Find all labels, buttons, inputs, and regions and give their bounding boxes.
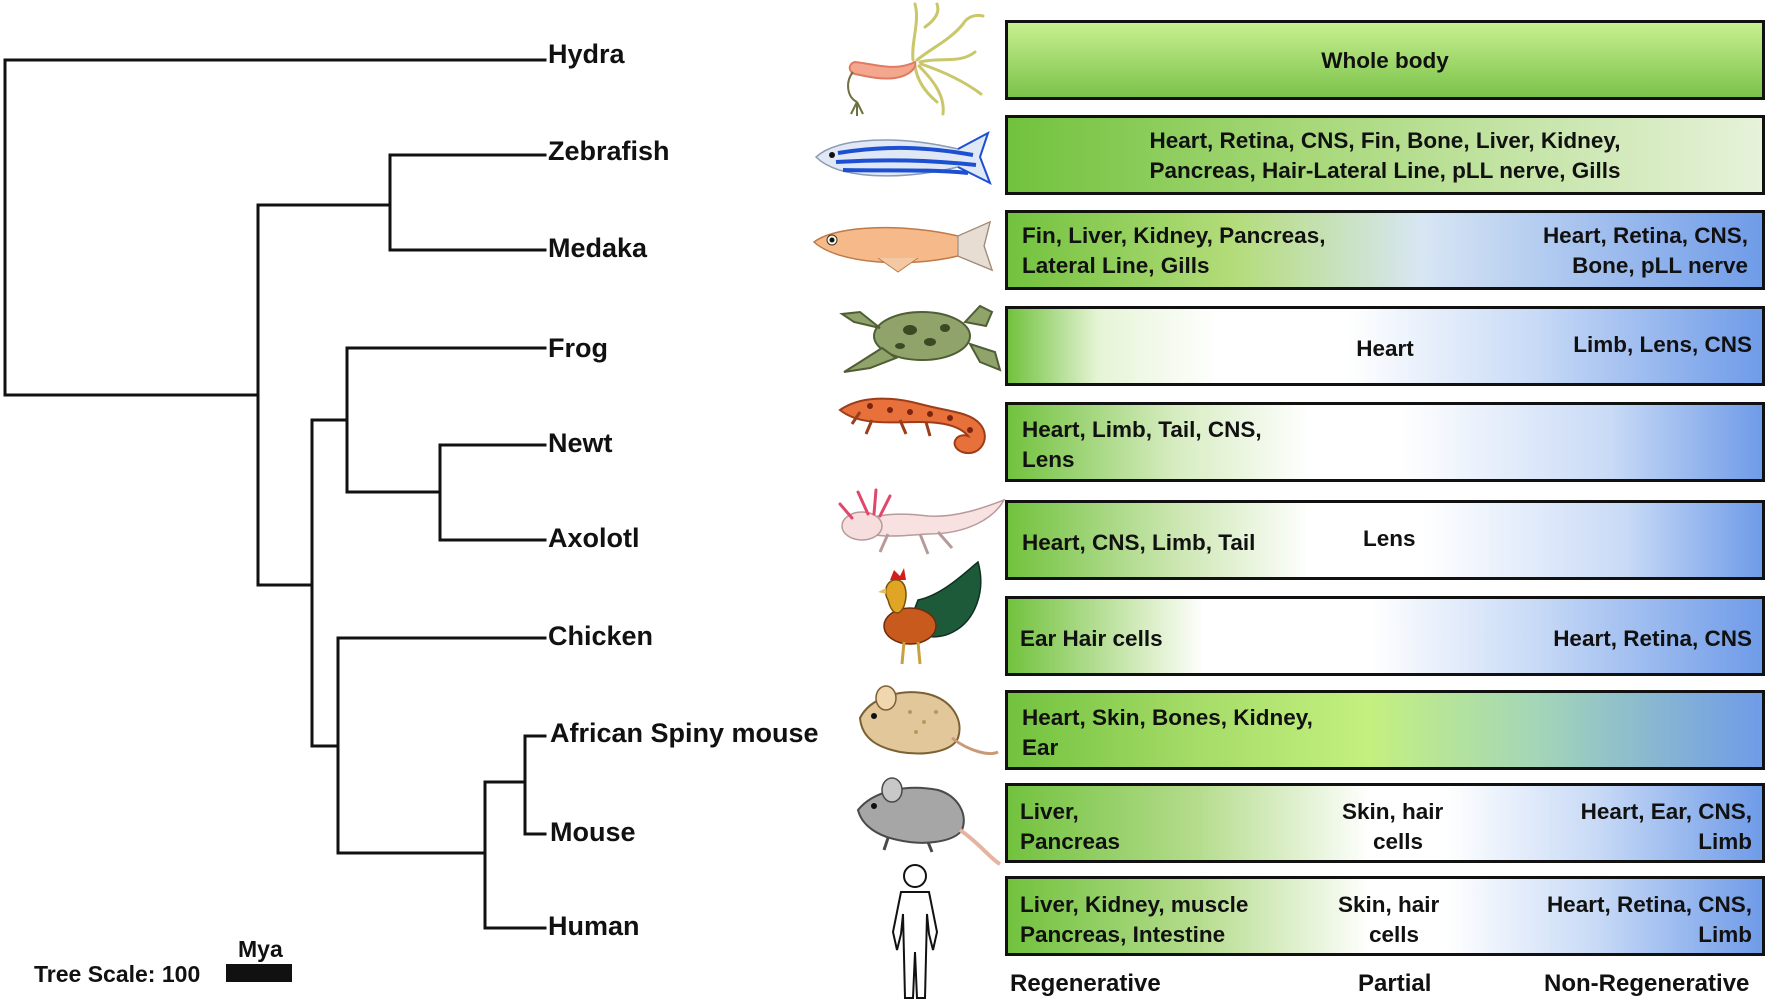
chicken-illustration: [878, 560, 982, 665]
mouse-illustration: [856, 777, 1002, 866]
taxon-label-mouse: Mouse: [550, 817, 636, 847]
tree-branch-fish: [388, 153, 547, 252]
regeneration-bar-african-spiny-mouse: Heart, Skin, Bones, Kidney, Ear: [1005, 690, 1765, 770]
bar-text-spiny-mouse-left-2: Ear: [1022, 735, 1059, 760]
bar-text-chicken-right: Heart, Retina, CNS: [1553, 626, 1752, 651]
regeneration-bar-newt: Heart, Limb, Tail, CNS, Lens: [1005, 402, 1765, 482]
regeneration-bar-axolotl: Heart, CNS, Limb, Tail Lens: [1005, 500, 1765, 580]
taxon-label-african-spiny-mouse: African Spiny mouse: [550, 718, 819, 748]
taxon-label-hydra: Hydra: [548, 39, 625, 69]
bar-text-frog-right: Limb, Lens, CNS: [1573, 332, 1752, 357]
bar-text-newt-left-1: Heart, Limb, Tail, CNS,: [1022, 417, 1262, 442]
tree-scale-bar: [226, 964, 292, 982]
bar-text-whole-body: Whole body: [1321, 48, 1449, 73]
african-spiny-mouse-illustration: [858, 685, 999, 755]
taxon-label-medaka: Medaka: [548, 233, 648, 263]
bar-text-human-left-1: Liver, Kidney, muscle: [1020, 892, 1249, 917]
zebrafish-illustration: [814, 130, 992, 186]
regeneration-bar-medaka: Fin, Liver, Kidney, Pancreas, Lateral Li…: [1005, 210, 1765, 290]
phylogenetic-tree: [3, 58, 547, 930]
bar-text-mouse-mid-2: cells: [1373, 829, 1424, 854]
regeneration-bar-chicken: Ear Hair cells Heart, Retina, CNS: [1005, 596, 1765, 676]
human-illustration: [891, 864, 939, 999]
tree-branch-root: [3, 58, 547, 397]
regeneration-bar-mouse: Liver, Pancreas Skin, hair cells Heart, …: [1005, 783, 1765, 863]
bar-text-mouse-mid-1: Skin, hair: [1342, 799, 1444, 824]
tree-branch-vertebrates: [256, 203, 392, 587]
bar-text-axolotl-mid: Lens: [1363, 526, 1416, 551]
bar-text-medaka-left-2: Lateral Line, Gills: [1022, 253, 1210, 278]
bar-text-human-right-2: Limb: [1698, 922, 1752, 947]
regeneration-bar-human: Liver, Kidney, muscle Pancreas, Intestin…: [1005, 876, 1765, 956]
taxon-label-chicken: Chicken: [548, 621, 654, 651]
bar-text-medaka-right-1: Heart, Retina, CNS,: [1542, 223, 1748, 248]
taxon-label-frog: Frog: [548, 333, 608, 363]
regeneration-bar-zebrafish: Heart, Retina, CNS, Fin, Bone, Liver, Ki…: [1005, 115, 1765, 195]
taxon-label-newt: Newt: [548, 428, 613, 458]
bar-text-mouse-right-1: Heart, Ear, CNS,: [1580, 799, 1752, 824]
bar-text-human-left-2: Pancreas, Intestine: [1020, 922, 1226, 947]
taxon-label-axolotl: Axolotl: [548, 523, 640, 553]
legend-partial: Partial: [1358, 970, 1432, 997]
legend-regenerative: Regenerative: [1010, 970, 1161, 997]
tree-branch-murids: [523, 734, 547, 836]
axolotl-illustration: [838, 488, 1006, 555]
bar-text-medaka-right-2: Bone, pLL nerve: [1572, 253, 1748, 278]
tree-branch-salamanders: [438, 443, 547, 542]
bar-text-frog-mid: Heart: [1356, 336, 1414, 361]
taxon-label-zebrafish: Zebrafish: [548, 136, 670, 166]
bar-text-axolotl-left: Heart, CNS, Limb, Tail: [1022, 530, 1256, 555]
bar-text-spiny-mouse-left-1: Heart, Skin, Bones, Kidney,: [1022, 705, 1313, 730]
newt-illustration: [838, 397, 986, 455]
tree-branch-mammals: [483, 780, 547, 930]
bar-text-mouse-left-2: Pancreas: [1020, 829, 1121, 854]
tree-branch-amniotes: [336, 636, 547, 855]
tree-scale-unit: Mya: [238, 936, 283, 962]
regeneration-bar-hydra: Whole body: [1005, 20, 1765, 100]
legend-non-regenerative: Non-Regenerative: [1544, 970, 1750, 997]
tree-scale-label: Tree Scale: 100: [34, 961, 201, 987]
bar-text-mouse-left-1: Liver,: [1020, 799, 1079, 824]
tree-branch-amphibians: [345, 346, 547, 494]
regeneration-bar-frog: Heart Limb, Lens, CNS: [1005, 306, 1765, 386]
taxon-label-human: Human: [548, 911, 640, 941]
bar-text-medaka-left-1: Fin, Liver, Kidney, Pancreas,: [1022, 223, 1326, 248]
bar-text-zebrafish-line-2: Pancreas, Hair-Lateral Line, pLL nerve, …: [1149, 158, 1621, 183]
bar-text-human-mid-1: Skin, hair: [1338, 892, 1440, 917]
bar-text-newt-left-2: Lens: [1022, 447, 1075, 472]
medaka-illustration: [812, 220, 994, 273]
tree-branch-tetrapods: [310, 418, 349, 748]
bar-text-zebrafish-line-1: Heart, Retina, CNS, Fin, Bone, Liver, Ki…: [1149, 128, 1621, 153]
hydra-illustration: [847, 2, 985, 116]
bar-text-human-mid-2: cells: [1369, 922, 1420, 947]
bar-text-mouse-right-2: Limb: [1698, 829, 1752, 854]
bar-text-chicken-left: Ear Hair cells: [1020, 626, 1163, 651]
frog-illustration: [839, 304, 1002, 373]
bar-text-human-right-1: Heart, Retina, CNS,: [1546, 892, 1752, 917]
